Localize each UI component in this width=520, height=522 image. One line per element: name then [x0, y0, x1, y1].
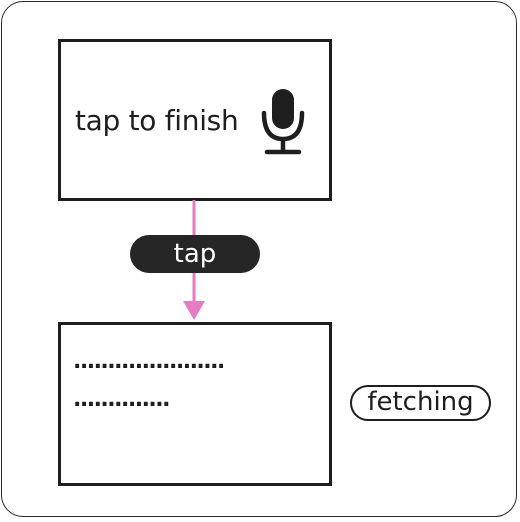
placeholder-text-line: ............... [73, 389, 169, 411]
fetching-status-badge: fetching [350, 385, 491, 421]
microphone-icon [261, 89, 305, 155]
recording-state-box: tap to finish [58, 39, 332, 201]
tap-transition-label: tap [130, 235, 260, 273]
fetching-state-box: ........................ ............... [58, 322, 332, 486]
tap-to-finish-label: tap to finish [75, 104, 239, 137]
placeholder-text-line: ........................ [73, 351, 223, 373]
